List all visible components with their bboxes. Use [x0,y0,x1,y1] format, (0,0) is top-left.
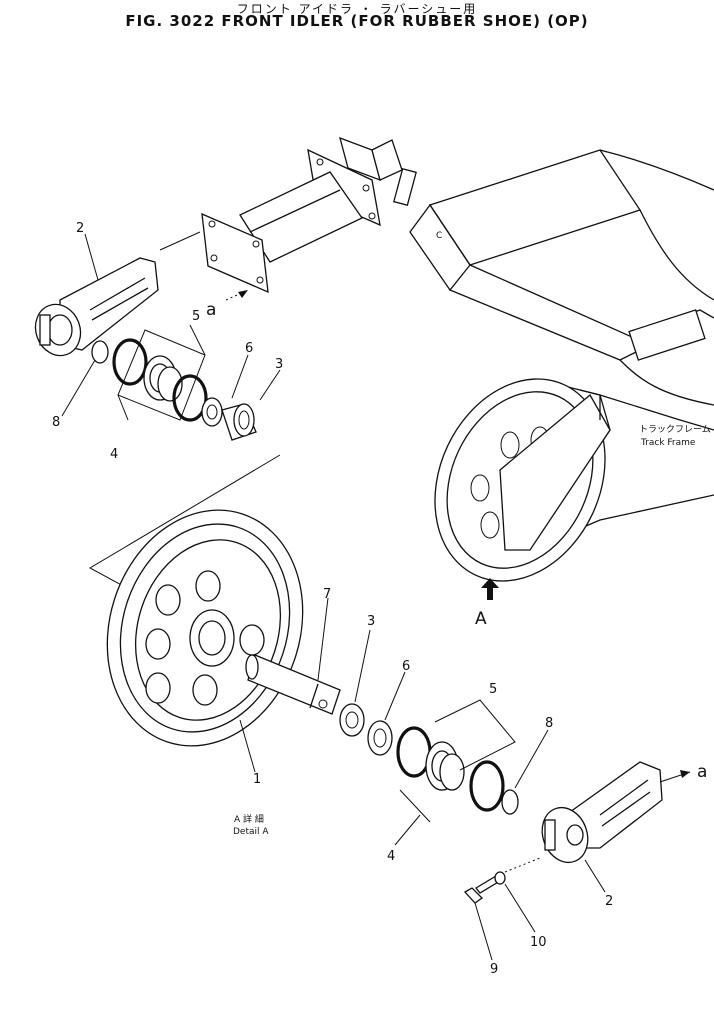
mounting-tube-assembly [201,136,417,301]
upper-exploded-parts [34,231,281,596]
callout-10: 10 [530,935,547,950]
reference-a-top: a [206,300,216,320]
view-label-a: A [475,609,487,629]
callout-4-top: 4 [110,447,118,462]
detail-label-en: Detail A [233,827,269,837]
callout-6-mid: 6 [402,659,410,674]
reference-a-right: a [697,762,707,782]
installed-idler-view [434,378,611,600]
callout-5-top: 5 [192,309,200,324]
lower-exploded-parts [245,597,549,846]
figure-title: FIG. 3022 FRONT IDLER (FOR RUBBER SHOE) … [125,12,589,30]
callout-4-bottom: 4 [387,849,395,864]
callout-5-mid: 5 [489,682,497,697]
callout-3-mid: 3 [367,614,375,629]
lower-bracket-and-bolt [463,761,691,961]
callout-7: 7 [323,587,331,602]
callout-2-top: 2 [76,221,84,236]
callout-8-top: 8 [52,415,60,430]
track-frame-label-en: Track Frame [640,438,696,448]
idler-wheel-part-1 [106,509,304,773]
callout-6-top: 6 [245,341,253,356]
title-japanese: フロント アイドラ ・ ラバーシュー用 [236,2,478,16]
callout-1: 1 [253,772,261,787]
callout-3-top: 3 [275,357,283,372]
callout-2-bottom: 2 [605,894,613,909]
detail-label-jp: A 詳 細 [234,813,264,825]
callout-9: 9 [490,962,498,977]
track-frame-label-jp: トラックフレーム [639,424,711,435]
callout-8-mid: 8 [545,716,553,731]
svg-text:C: C [436,231,442,241]
